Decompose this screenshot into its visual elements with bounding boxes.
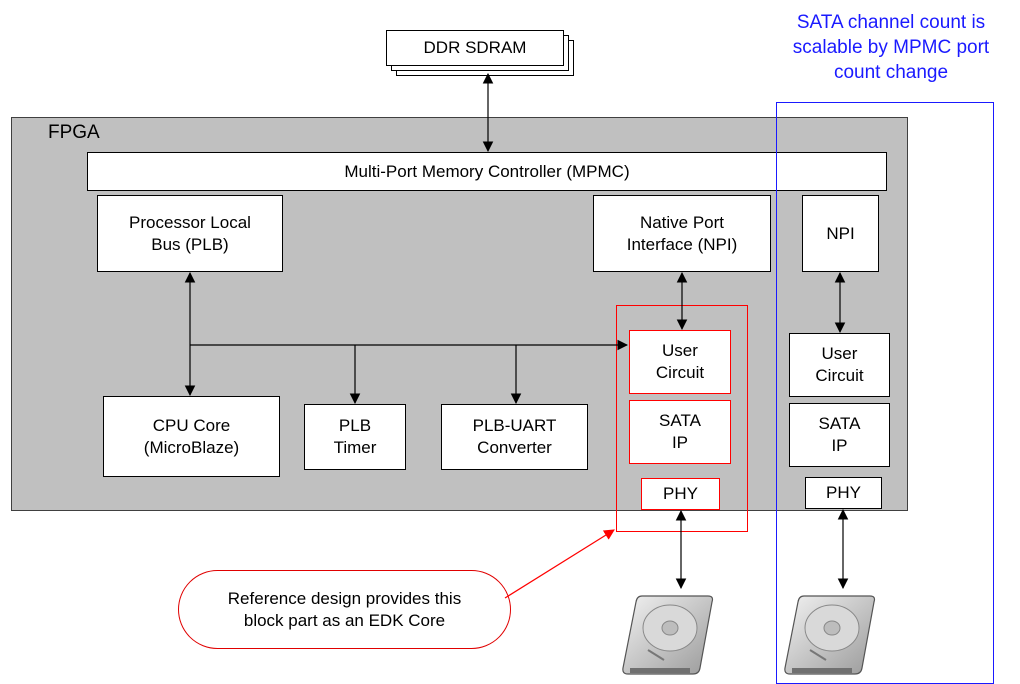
ddr-sdram-box: DDR SDRAM [386,30,564,66]
callout-pointer [504,529,615,599]
cpu-core-box: CPU Core (MicroBlaze) [103,396,280,477]
phy-box: PHY [641,478,720,510]
npi-box: Native Port Interface (NPI) [593,195,771,272]
sata-ip-box-secondary: SATA IP [789,403,890,467]
plb-timer-box: PLB Timer [304,404,406,470]
phy-box-secondary: PHY [805,477,882,509]
scalable-note: SATA channel count is scalable by MPMC p… [792,12,990,83]
plb-box: Processor Local Bus (PLB) [97,195,283,272]
edk-core-callout: Reference design provides this block par… [178,570,511,649]
user-circuit-box-secondary: User Circuit [789,333,890,397]
plb-uart-converter-box: PLB-UART Converter [441,404,588,470]
hard-disk-icon [784,595,876,675]
hard-disk-icon [622,595,714,675]
fpga-label: FPGA [48,122,100,143]
mpmc-box: Multi-Port Memory Controller (MPMC) [87,152,887,191]
npi-box-secondary: NPI [802,195,879,272]
user-circuit-box: User Circuit [629,330,731,394]
sata-ip-box: SATA IP [629,400,731,464]
